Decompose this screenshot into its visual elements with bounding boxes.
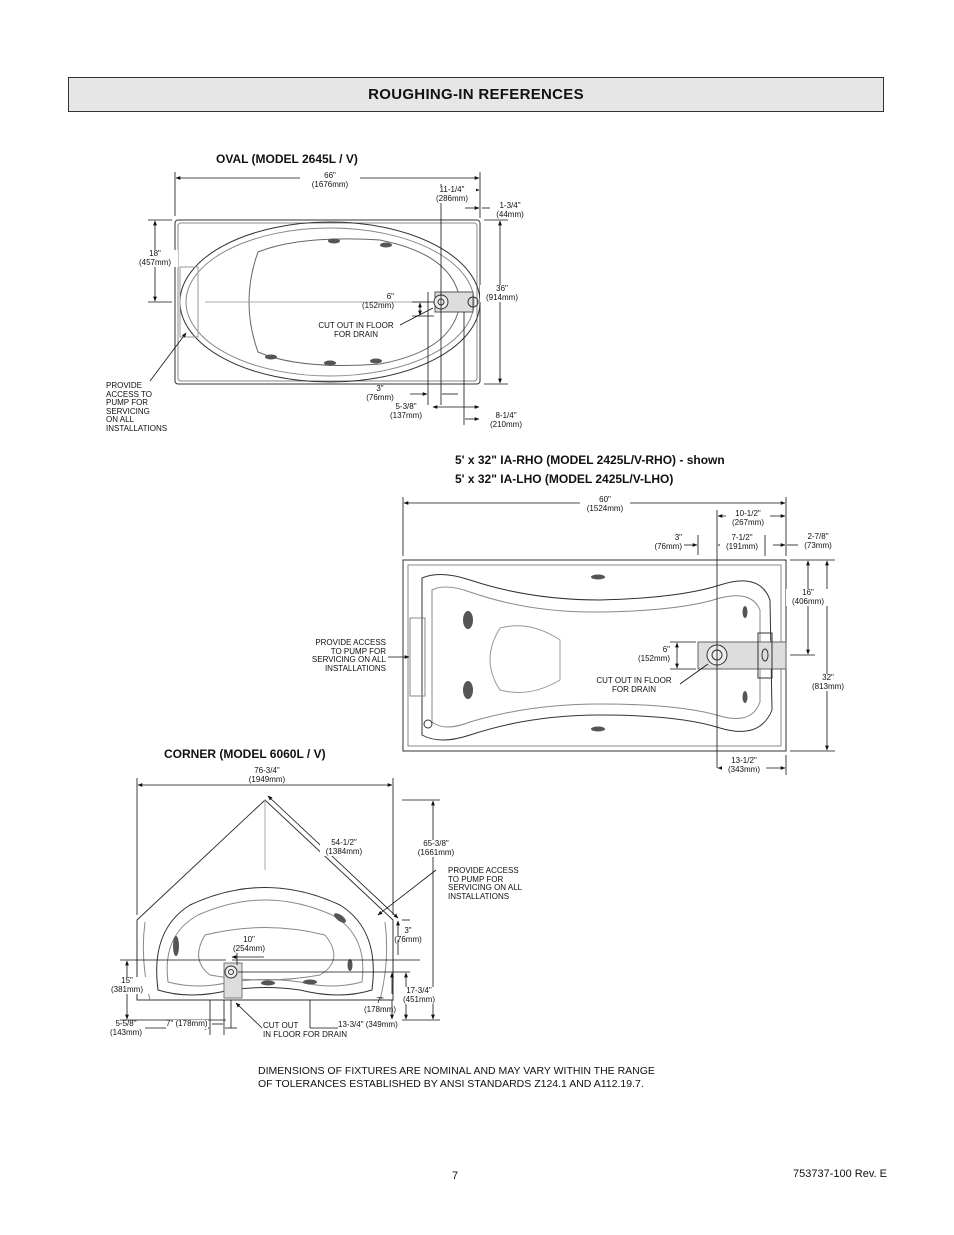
rect-model-title-rho: 5' x 32" IA-RHO (MODEL 2425L/V-RHO) - sh… bbox=[455, 453, 725, 467]
rect-dim-60: 60" (1524mm) bbox=[580, 495, 630, 514]
rect-dim-2-7-8: 2-7/8" (73mm) bbox=[804, 532, 832, 550]
rect-dimension-lines bbox=[388, 497, 835, 775]
rect-dim-10-1-2: 10-1/2" (267mm) bbox=[726, 509, 770, 528]
corner-dim-15: 15" (381mm) bbox=[104, 976, 150, 995]
oval-dim-66: 66" (1676mm) bbox=[300, 171, 360, 190]
rect-pump-access-note: PROVIDE ACCESS TO PUMP FOR SERVICING ON … bbox=[311, 638, 386, 673]
tolerance-note-line-2: OF TOLERANCES ESTABLISHED BY ANSI STANDA… bbox=[258, 1077, 644, 1090]
corner-dim-54-1-2: 54-1/2" (1384mm) bbox=[320, 838, 368, 857]
rect-model-title-lho: 5' x 32" IA-LHO (MODEL 2425L/V-LHO) bbox=[455, 472, 674, 486]
oval-dim-5-3-8: 5-3/8" (137mm) bbox=[389, 402, 422, 420]
oval-dim-6: 6" (152mm) bbox=[361, 292, 394, 310]
oval-pump-access-note: PROVIDE ACCESS TO PUMP FOR SERVICING ON … bbox=[106, 381, 168, 433]
corner-dim-7-bottom: 7" (178mm) bbox=[166, 1019, 208, 1029]
oval-tub-drawing bbox=[174, 219, 481, 385]
corner-dimension-lines bbox=[120, 778, 440, 1035]
corner-dim-10: 10" (254mm) bbox=[228, 935, 270, 954]
rect-cutout-label: CUT OUT IN FLOOR FOR DRAIN bbox=[596, 676, 672, 694]
rect-dim-3: 3" (76mm) bbox=[654, 533, 682, 551]
rect-dim-13-1-2: 13-1/2" (343mm) bbox=[722, 756, 766, 775]
oval-dim-3: 3" (76mm) bbox=[366, 384, 394, 402]
oval-model-title: OVAL (MODEL 2645L / V) bbox=[216, 152, 358, 166]
corner-dim-7: 7" (178mm) bbox=[363, 996, 396, 1014]
corner-dim-65-3-8: 65-3/8" (1661mm) bbox=[414, 839, 458, 858]
corner-tub-drawing bbox=[136, 799, 394, 1001]
rect-dim-7-1-2: 7-1/2" (191mm) bbox=[720, 533, 764, 552]
corner-dim-76-3-4: 76-3/4" (1949mm) bbox=[242, 766, 292, 785]
tolerance-note: DIMENSIONS OF FIXTURES ARE NOMINAL AND M… bbox=[258, 1065, 655, 1090]
rect-tub-drawing bbox=[402, 559, 787, 752]
oval-dim-18: 18" (457mm) bbox=[132, 249, 178, 268]
corner-dim-5-5-8: 5-5/8" (143mm) bbox=[109, 1019, 142, 1037]
document-id: 753737-100 Rev. E bbox=[793, 1168, 887, 1180]
corner-dim-13-3-4: 13-3/4" (349mm) bbox=[338, 1020, 398, 1030]
oval-dim-11-1-4: 11-1/4" (286mm) bbox=[428, 185, 476, 204]
tolerance-note-line-1: DIMENSIONS OF FIXTURES ARE NOMINAL AND M… bbox=[258, 1065, 655, 1077]
oval-dim-1-3-4: 1-3/4" (44mm) bbox=[496, 201, 524, 219]
rect-dim-32: 32" (813mm) bbox=[806, 673, 850, 692]
rect-dim-6: 6" (152mm) bbox=[637, 645, 670, 663]
corner-dim-3: 3" (76mm) bbox=[394, 926, 422, 944]
section-header: ROUGHING-IN REFERENCES bbox=[68, 77, 884, 112]
corner-dim-17-3-4: 17-3/4" (451mm) bbox=[396, 986, 442, 1005]
corner-model-title: CORNER (MODEL 6060L / V) bbox=[164, 747, 326, 761]
oval-cutout-label: CUT OUT IN FLOOR FOR DRAIN bbox=[318, 321, 394, 339]
corner-cutout-label: CUT OUT IN FLOOR FOR DRAIN bbox=[263, 1021, 348, 1039]
oval-dim-8-1-4: 8-1/4" (210mm) bbox=[489, 411, 522, 429]
page-number: 7 bbox=[452, 1170, 459, 1182]
corner-pump-access-note: PROVIDE ACCESS TO PUMP FOR SERVICING ON … bbox=[448, 866, 523, 901]
rect-dim-16: 16" (406mm) bbox=[786, 588, 830, 607]
oval-dim-36: 36" (914mm) bbox=[480, 284, 524, 303]
